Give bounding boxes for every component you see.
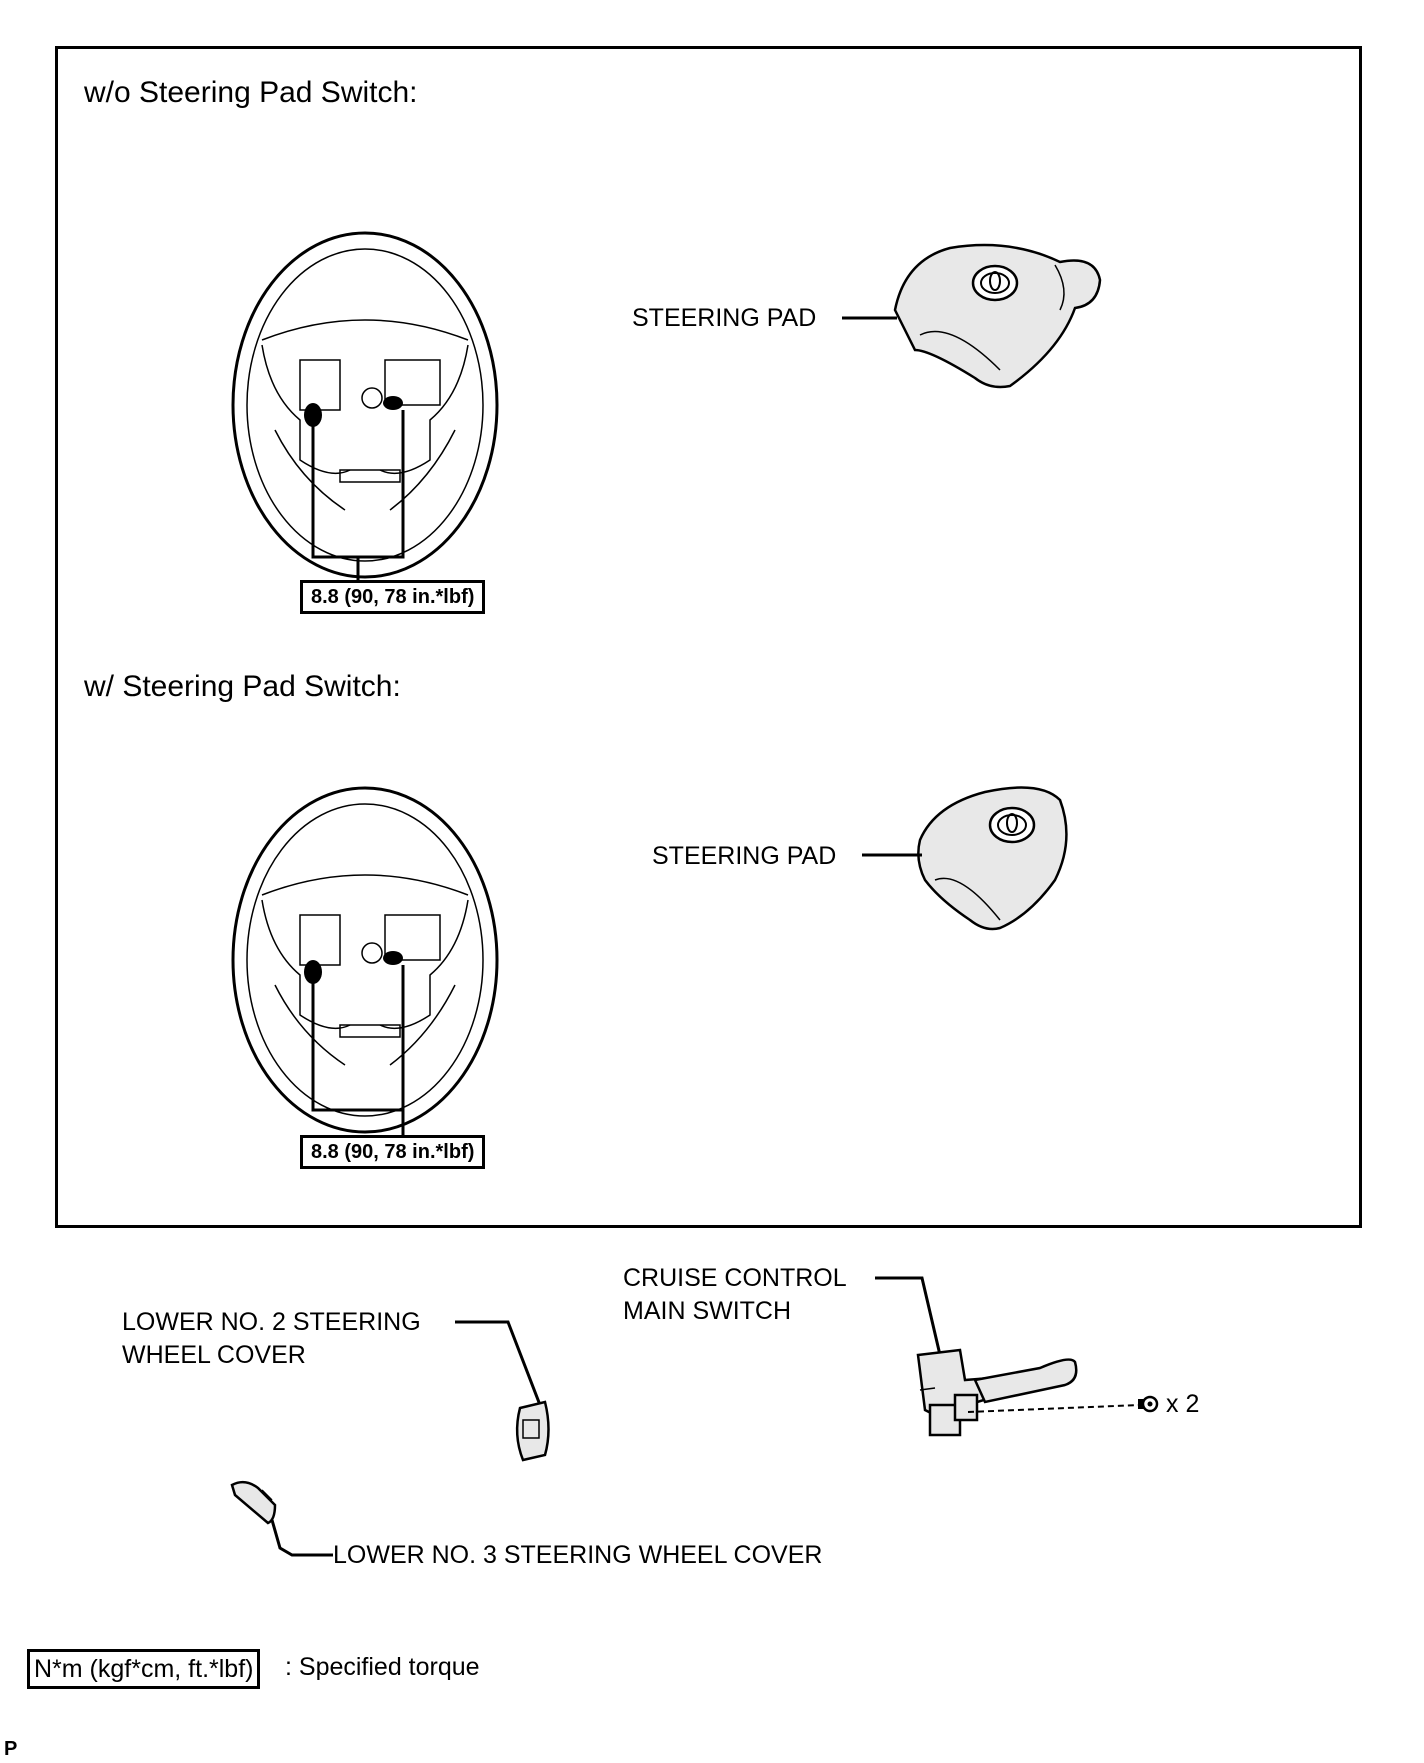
torque-spec-upper: 8.8 (90, 78 in.*lbf): [300, 580, 486, 614]
label-lower-no2-line2: WHEEL COVER: [122, 1341, 306, 1369]
footer-mark: P: [4, 1738, 18, 1760]
steering-wheel-icon: [231, 786, 499, 1134]
label-cruise-control-line1: CRUISE CONTROL: [623, 1264, 847, 1292]
bolt-icon: [1138, 1395, 1159, 1413]
label-lower-no2-line1: LOWER NO. 2 STEERING: [122, 1308, 421, 1336]
label-quantity: x 2: [1166, 1390, 1200, 1418]
steering-wheel-icon: [231, 231, 499, 579]
wheel-cover-icon: [515, 1400, 550, 1462]
legend-unit-box: N*m (kgf*cm, ft.*lbf): [27, 1649, 261, 1689]
toyota-logo-icon: [988, 806, 1036, 844]
heading-with-switch: w/ Steering Pad Switch:: [84, 670, 401, 703]
wheel-cover-icon: [230, 1480, 277, 1525]
heading-without-switch: w/o Steering Pad Switch:: [84, 76, 418, 109]
cruise-switch-icon: [916, 1348, 1078, 1437]
torque-spec-lower: 8.8 (90, 78 in.*lbf): [300, 1135, 486, 1169]
label-lower-no3: LOWER NO. 3 STEERING WHEEL COVER: [333, 1541, 823, 1569]
toyota-logo-icon: [971, 264, 1019, 302]
label-steering-pad-upper: STEERING PAD: [632, 304, 817, 332]
label-cruise-control-line2: MAIN SWITCH: [623, 1297, 792, 1325]
steering-pad-icon: [893, 243, 1102, 389]
steering-pad-icon: [917, 786, 1068, 931]
upper-diagram-frame: [55, 46, 1362, 1228]
legend-description: : Specified torque: [285, 1653, 480, 1681]
bolt-icon: [304, 951, 403, 984]
label-steering-pad-lower: STEERING PAD: [652, 842, 837, 870]
bolt-icon: [304, 396, 403, 427]
